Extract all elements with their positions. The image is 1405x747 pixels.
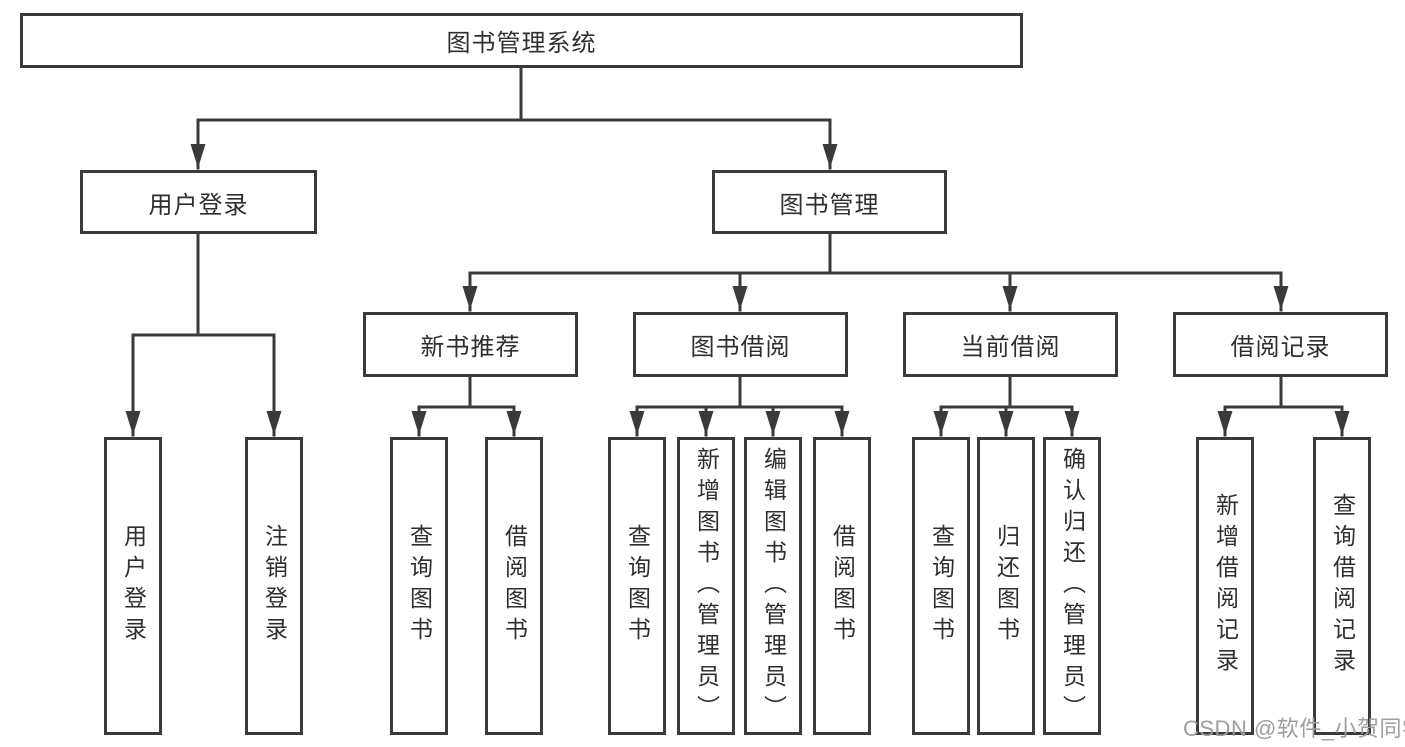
leaf-query-book-recommend: 查询图书	[390, 437, 448, 735]
connector-new-book-recommend-children	[411, 375, 522, 437]
leaf-logout: 注销登录	[245, 437, 303, 735]
leaf-add-book-admin: 新增图书（管理员）	[677, 437, 735, 735]
leaf-borrow-book: 借阅图书	[813, 437, 871, 735]
node-book-borrow: 图书借阅	[633, 312, 848, 377]
connector-root-to-level2	[190, 66, 838, 170]
leaf-user-login-label: 用户登录	[120, 524, 147, 648]
node-root-label: 图书管理系统	[446, 30, 597, 57]
leaf-query-book-borrow-label: 查询图书	[624, 524, 651, 648]
connector-book-management-children	[462, 232, 1289, 312]
leaf-edit-book-admin: 编辑图书（管理员）	[744, 437, 802, 735]
leaf-query-borrow-record-label: 查询借阅记录	[1329, 493, 1356, 679]
leaf-query-book-current-label: 查询图书	[928, 524, 955, 648]
leaf-return-book: 归还图书	[977, 437, 1035, 735]
leaf-borrow-book-recommend-label: 借阅图书	[501, 524, 528, 648]
node-root-system: 图书管理系统	[20, 13, 1023, 68]
leaf-query-book-borrow: 查询图书	[608, 437, 666, 735]
node-new-book-recommend: 新书推荐	[363, 312, 578, 377]
node-book-borrow-label: 图书借阅	[690, 334, 791, 361]
node-user-login: 用户登录	[80, 170, 317, 234]
csdn-watermark: CSDN @软件_小贺同学	[1183, 716, 1405, 741]
node-current-borrow-label: 当前借阅	[960, 334, 1061, 361]
leaf-add-book-admin-label: 新增图书（管理员）	[693, 446, 720, 726]
leaf-query-borrow-record: 查询借阅记录	[1313, 437, 1371, 735]
leaf-logout-label: 注销登录	[261, 524, 288, 648]
leaf-return-book-label: 归还图书	[993, 524, 1020, 648]
node-book-management-label: 图书管理	[779, 191, 880, 219]
leaf-borrow-book-label: 借阅图书	[829, 524, 856, 648]
node-current-borrow: 当前借阅	[903, 312, 1118, 377]
leaf-add-borrow-record-label: 新增借阅记录	[1212, 493, 1239, 679]
leaf-query-book-current: 查询图书	[912, 437, 970, 735]
connector-current-borrow-children	[933, 375, 1080, 437]
leaf-confirm-return-admin-label: 确认归还（管理员）	[1059, 446, 1086, 726]
leaf-borrow-book-recommend: 借阅图书	[485, 437, 543, 735]
connector-book-borrow-children	[629, 375, 850, 437]
node-borrow-records: 借阅记录	[1173, 312, 1388, 377]
leaf-query-book-recommend-label: 查询图书	[406, 524, 433, 648]
node-user-login-label: 用户登录	[148, 191, 249, 219]
connector-user-login-children	[125, 232, 282, 437]
connector-borrow-records-children	[1217, 375, 1350, 437]
leaf-user-login: 用户登录	[104, 437, 162, 735]
node-borrow-records-label: 借阅记录	[1230, 334, 1331, 361]
node-new-book-recommend-label: 新书推荐	[420, 334, 521, 361]
node-book-management: 图书管理	[712, 170, 947, 234]
leaf-add-borrow-record: 新增借阅记录	[1196, 437, 1254, 735]
leaf-confirm-return-admin: 确认归还（管理员）	[1043, 437, 1101, 735]
leaf-edit-book-admin-label: 编辑图书（管理员）	[760, 446, 787, 726]
